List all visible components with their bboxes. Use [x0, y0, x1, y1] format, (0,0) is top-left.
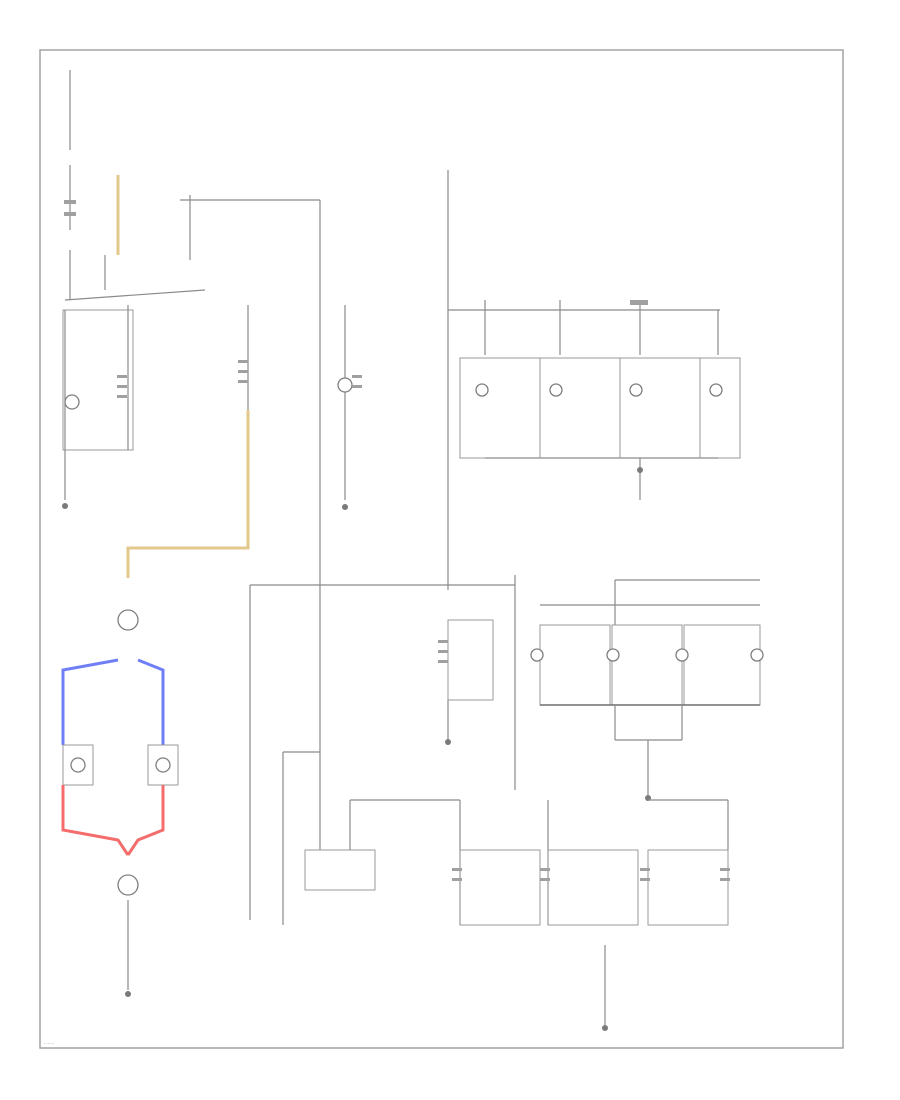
lamp-icon: [475, 383, 489, 397]
left-lamp-loop: [61, 609, 179, 997]
right-middle-lamp-array: [530, 579, 764, 801]
lamp-icon: [337, 377, 353, 393]
top-right-lamp-array: [447, 170, 741, 590]
power-feed-group: [64, 70, 321, 850]
middle-wire-group: [249, 575, 516, 925]
bottom-right-switch-array: [452, 799, 730, 1031]
lamp-icon: [549, 383, 563, 397]
lamp-icon: [709, 383, 723, 397]
lamp-icon: [606, 648, 620, 662]
lamp-icon: [675, 648, 689, 662]
diagram-frame: [39, 49, 844, 1049]
footer-code: ........: [44, 1040, 54, 1045]
lamp-icon: [117, 609, 139, 631]
tan-wire-group: [126, 305, 250, 578]
lamp-icon: [64, 394, 80, 410]
lamp-icon: [530, 648, 544, 662]
lamp-icon: [70, 757, 86, 773]
lamp-icon: [155, 757, 171, 773]
lamp-icon: [629, 383, 643, 397]
lamp-icon: [750, 648, 764, 662]
lamp-icon: [117, 874, 139, 896]
switch-block-left: [62, 305, 134, 509]
center-switch-stack: [438, 619, 494, 745]
switch-block-center: [337, 305, 362, 510]
